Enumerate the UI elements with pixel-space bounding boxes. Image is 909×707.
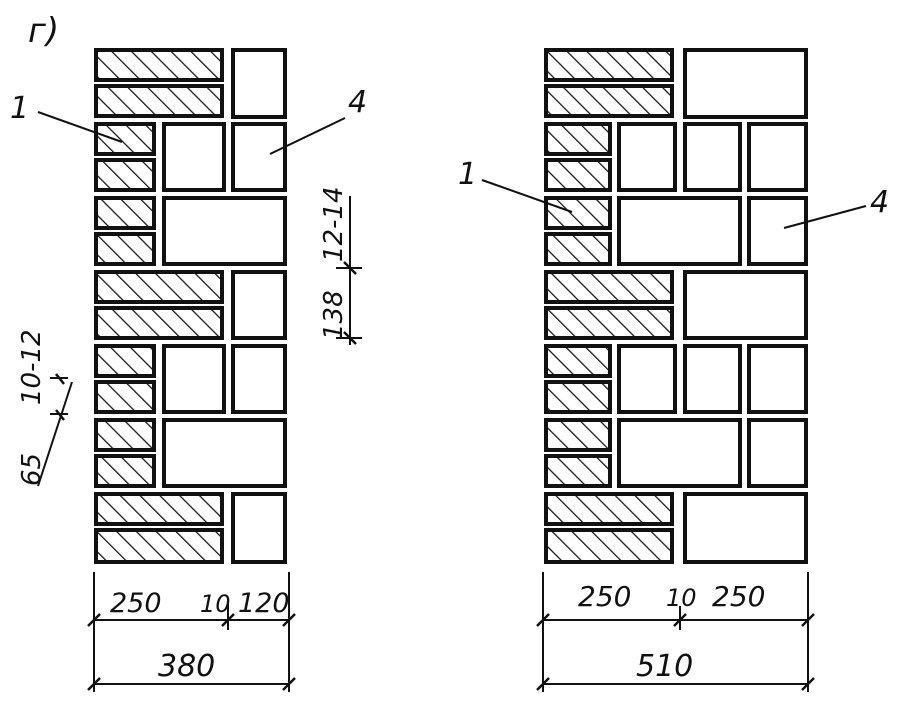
dim-part-b-label: 120 [238, 588, 290, 619]
stone-block [683, 492, 808, 564]
stone-block [162, 196, 287, 266]
stone-block [747, 196, 808, 266]
dim-part-a-label: 250 [578, 580, 631, 613]
dim-tick [87, 677, 101, 691]
stone-block [617, 344, 677, 414]
dim-tick [801, 613, 815, 627]
left-wall: 1 4 65 10-12 138 12-14 250 10 120 [10, 48, 367, 692]
solid-brick [94, 232, 156, 266]
solid-brick [94, 122, 156, 156]
stone-block [617, 122, 677, 192]
callout-1-leader [481, 179, 573, 213]
stone-block [683, 344, 742, 414]
right-wall: 1 4 250 10 250 510 [458, 48, 889, 692]
stone-block [683, 122, 742, 192]
dim-total-label: 510 [636, 649, 693, 684]
solid-brick [544, 270, 674, 304]
dim-tick [282, 677, 296, 691]
solid-brick [94, 492, 224, 526]
callout-4-leader [269, 117, 346, 155]
dim-tick [801, 677, 815, 691]
dim-tick [55, 373, 65, 385]
solid-brick [94, 380, 156, 414]
stone-block [162, 122, 226, 192]
solid-brick [544, 344, 612, 378]
dim-brick-row-label: 65 [17, 453, 47, 486]
stone-block [683, 270, 808, 340]
solid-brick [544, 528, 674, 564]
dim-part-a-label: 250 [110, 588, 162, 619]
solid-brick [544, 158, 612, 192]
stone-block [231, 270, 287, 340]
dim-tick [536, 613, 550, 627]
dim-part-b-label: 250 [712, 580, 765, 613]
solid-brick [94, 344, 156, 378]
solid-brick [94, 84, 224, 118]
callout-1-label: 1 [458, 157, 477, 192]
stone-block [231, 492, 287, 564]
dim-tick [343, 261, 357, 275]
solid-brick [544, 306, 674, 340]
dim-tick [87, 613, 101, 627]
dim-tick [673, 613, 687, 627]
callout-1-leader [37, 111, 123, 143]
solid-brick [94, 158, 156, 192]
callout-4-label: 4 [870, 185, 889, 220]
solid-brick [94, 528, 224, 564]
solid-brick [94, 454, 156, 488]
dim-tick [282, 613, 296, 627]
callout-4-label: 4 [348, 85, 367, 120]
solid-brick [94, 418, 156, 452]
stone-block [617, 418, 742, 488]
dim-brick-joint-label: 10-12 [17, 329, 47, 405]
solid-brick [544, 492, 674, 526]
dim-tick [343, 331, 357, 345]
dim-tick [221, 613, 235, 627]
solid-brick [544, 122, 612, 156]
stone-block [162, 418, 287, 488]
dim-line-brick-row [37, 381, 73, 487]
dim-tick [536, 677, 550, 691]
dim-tick [55, 409, 65, 421]
solid-brick [544, 232, 612, 266]
stone-block [683, 48, 808, 119]
solid-brick [544, 196, 612, 230]
solid-brick [544, 48, 674, 82]
dim-stone-joint-label: 12-14 [319, 186, 349, 262]
stone-block [617, 196, 742, 266]
stone-block [747, 122, 808, 192]
callout-4-leader [783, 205, 867, 229]
stone-block [231, 48, 287, 119]
stone-block [231, 344, 287, 414]
dim-stone-row-label: 138 [319, 290, 349, 340]
solid-brick [544, 454, 612, 488]
solid-brick [94, 270, 224, 304]
stone-block [747, 344, 808, 414]
dim-joint-label: 10 [200, 590, 231, 618]
callout-1-label: 1 [10, 91, 29, 126]
solid-brick [94, 306, 224, 340]
dim-joint-label: 10 [666, 584, 697, 612]
solid-brick [544, 418, 612, 452]
solid-brick [94, 48, 224, 82]
dim-total-label: 380 [158, 649, 215, 684]
solid-brick [544, 380, 612, 414]
stone-block [231, 122, 287, 192]
figure-label: г) [28, 11, 59, 51]
solid-brick [94, 196, 156, 230]
solid-brick [544, 84, 674, 118]
stone-block [162, 344, 226, 414]
stone-block [747, 418, 808, 488]
